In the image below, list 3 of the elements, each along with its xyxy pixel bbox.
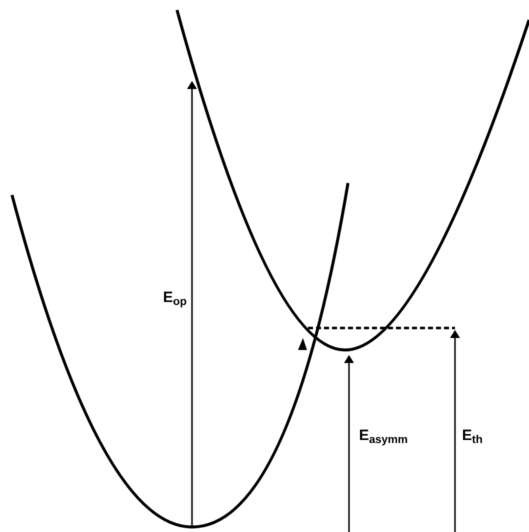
energy-label: E$_{th}$ — [461, 428, 484, 443]
energy-label: E$_{asymm}$ — [358, 428, 409, 443]
energy-label: E$_{op}$ — [162, 290, 188, 305]
